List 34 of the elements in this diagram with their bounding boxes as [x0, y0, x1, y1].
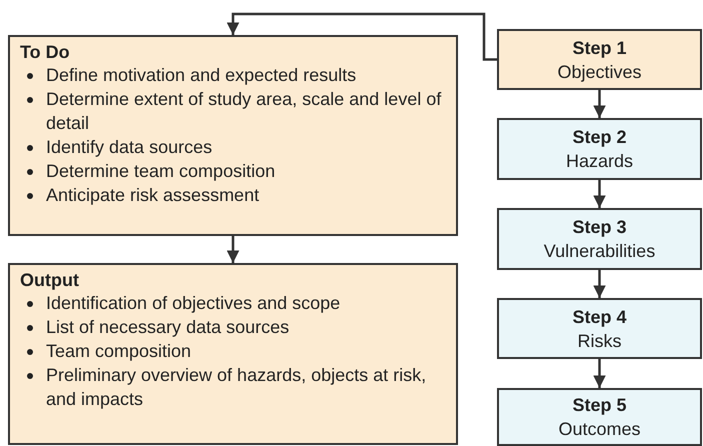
- arrow: [226, 236, 240, 263]
- step-title: Hazards: [566, 150, 634, 173]
- arrow: [226, 12, 497, 61]
- text-box: [8, 263, 458, 445]
- bullet-item: Define motivation and expected results: [46, 65, 356, 85]
- step-title: Risks: [578, 330, 622, 352]
- bullet-item: Team composition: [46, 341, 192, 361]
- step-box: [497, 29, 702, 90]
- step-box: [497, 298, 702, 359]
- step-title: Objectives: [557, 60, 642, 84]
- step-number: Step 4: [572, 306, 627, 328]
- step-box: [497, 208, 702, 270]
- arrow: [593, 359, 606, 388]
- box-heading: Output: [20, 269, 80, 291]
- bullet-item: Determine extent of study area, scale and level of detail: [46, 89, 442, 133]
- arrow: [593, 180, 606, 208]
- bullet-item: Identify data sources: [46, 137, 212, 157]
- step-box: [497, 388, 702, 446]
- step-box: [497, 118, 702, 180]
- step-number: Step 2: [572, 126, 627, 149]
- box-heading: To Do: [20, 41, 71, 63]
- bullet-item: List of necessary data sources: [46, 317, 290, 337]
- bullet-item: Anticipate risk assessment: [46, 185, 260, 205]
- arrow: [593, 90, 606, 118]
- arrow: [593, 270, 606, 298]
- step-title: Outcomes: [558, 418, 641, 441]
- step-number: Step 5: [572, 394, 627, 417]
- step-number: Step 3: [572, 216, 627, 239]
- step-number: Step 1: [572, 36, 627, 60]
- bullet-item: Preliminary overview of hazards, objects at risk, and impacts: [46, 365, 426, 409]
- bullet-item: Determine team composition: [46, 161, 276, 181]
- bullet-item: Identification of objectives and scope: [46, 293, 340, 313]
- text-box: [8, 35, 458, 236]
- step-title: Vulnerabilities: [544, 240, 656, 263]
